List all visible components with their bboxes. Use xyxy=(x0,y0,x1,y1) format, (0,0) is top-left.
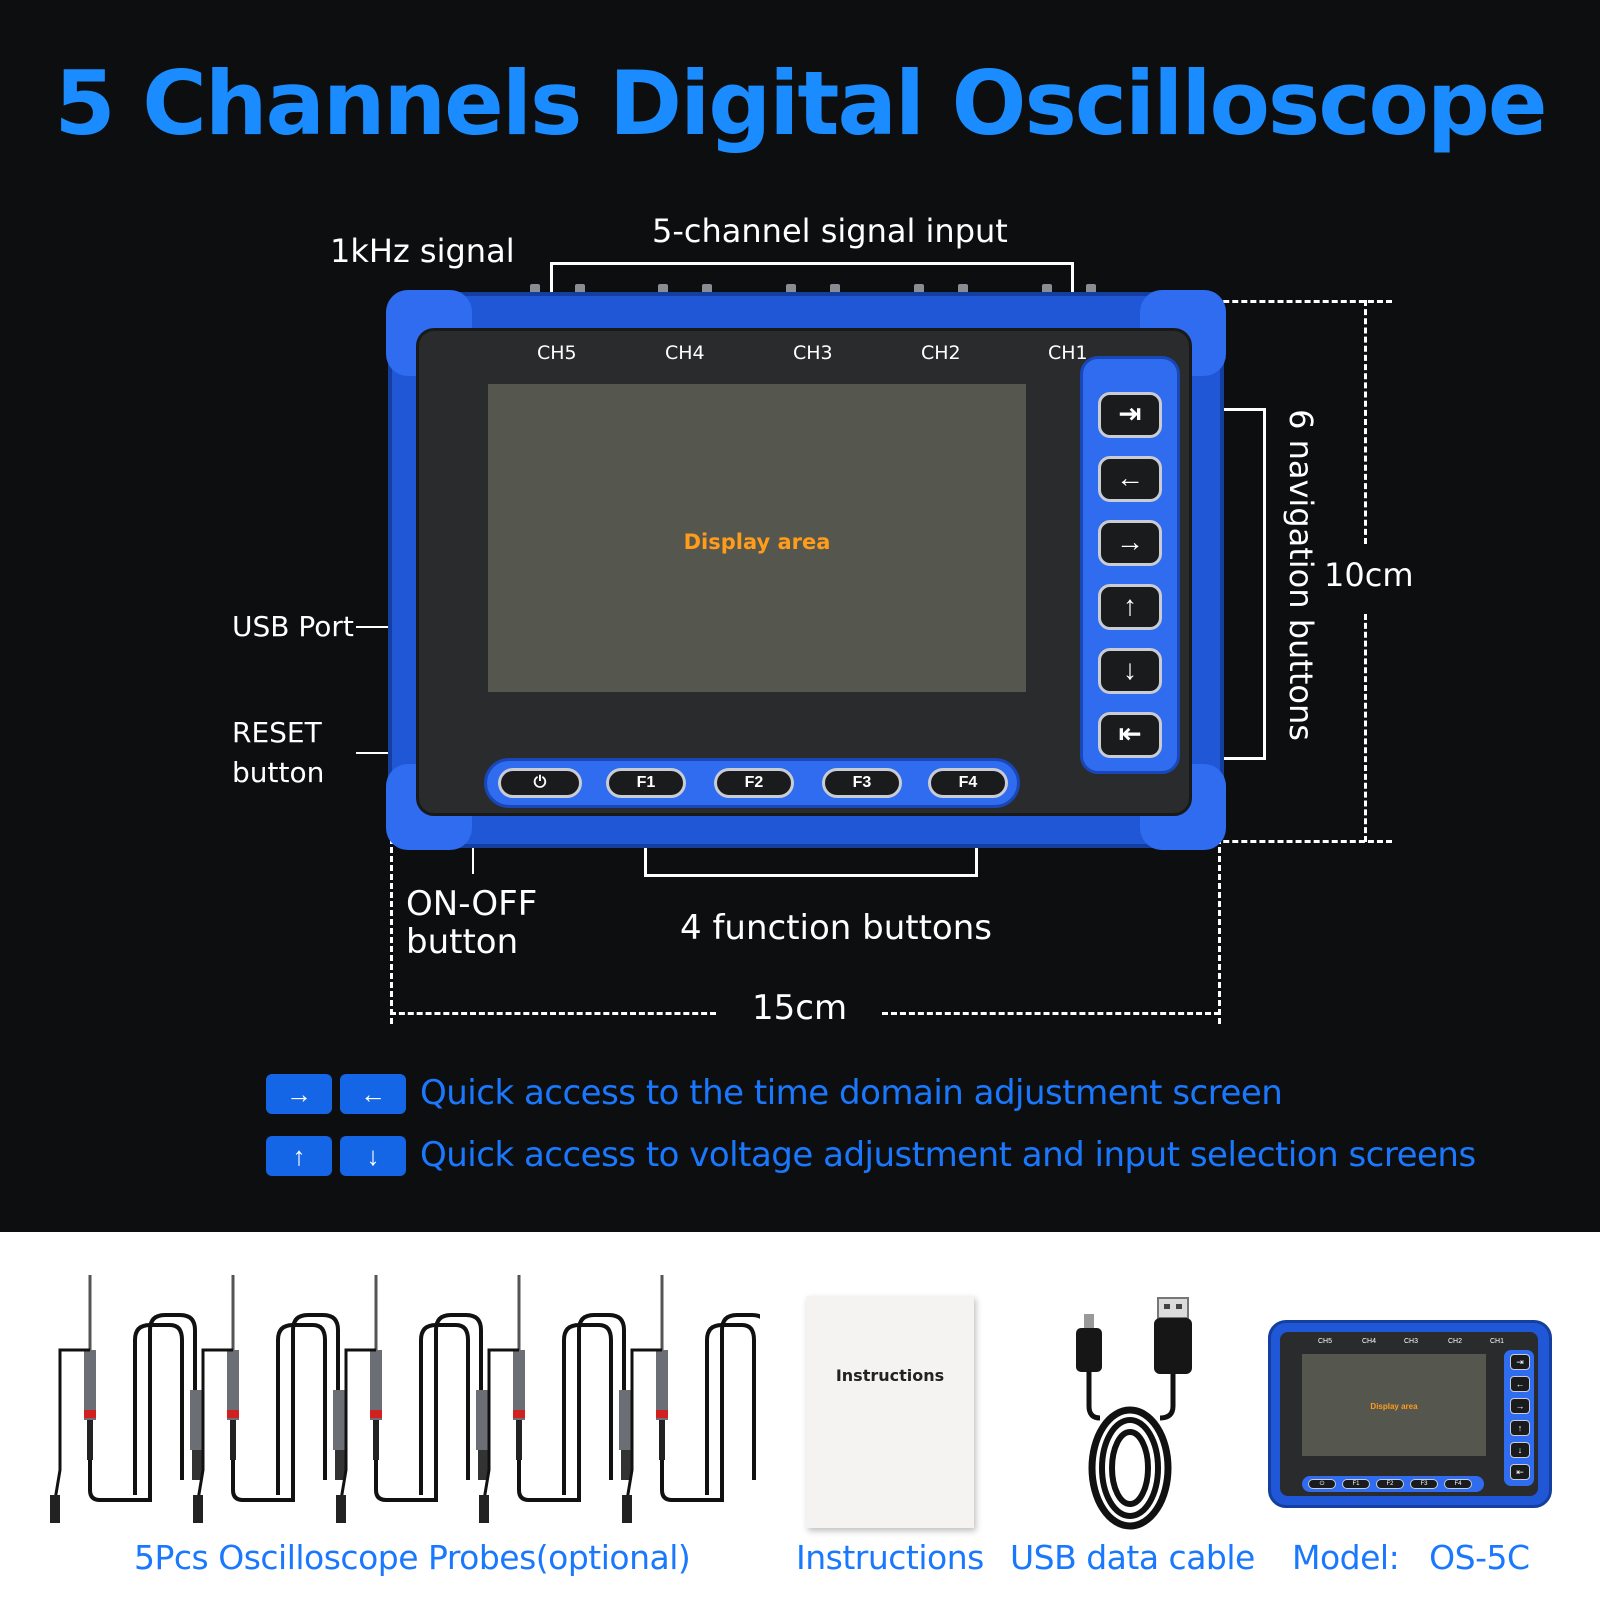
probe-pin xyxy=(786,284,796,296)
channel-label-ch1: CH1 xyxy=(1048,342,1088,364)
signal-input-bracket xyxy=(550,262,1074,265)
probe-pin xyxy=(575,284,585,296)
mini-left-button: ← xyxy=(1510,1376,1530,1392)
down-button[interactable]: ↓ xyxy=(1098,648,1162,694)
label-reset-line1: RESET xyxy=(232,716,322,749)
display-screen xyxy=(488,384,1026,692)
probe-pin xyxy=(830,284,840,296)
channel-label-ch2: CH2 xyxy=(921,342,961,364)
probe-pin xyxy=(1086,284,1096,296)
usb-cable-icon xyxy=(1076,1297,1192,1530)
function-bracket xyxy=(644,874,978,877)
mini-right-button: → xyxy=(1510,1398,1530,1414)
nav-bracket-side xyxy=(1263,408,1266,760)
caption-model: Model: OS-5C xyxy=(1292,1538,1530,1577)
channel-label-ch5: CH5 xyxy=(537,342,577,364)
mini-enter-button: ⇥ xyxy=(1510,1354,1530,1370)
quick-access-voltage-text: Quick access to voltage adjustment and i… xyxy=(420,1135,1476,1175)
probes-illustration xyxy=(50,1273,760,1525)
channel-label-ch4: CH4 xyxy=(665,342,705,364)
quick-access-time-text: Quick access to the time domain adjustme… xyxy=(420,1073,1283,1113)
label-nav-buttons: 6 navigation buttons xyxy=(1282,409,1320,741)
mini-up-button: ↑ xyxy=(1510,1420,1530,1436)
right-button[interactable]: → xyxy=(1098,520,1162,566)
caption-instructions: Instructions xyxy=(796,1538,984,1577)
mini-f4-button: F4 xyxy=(1444,1479,1472,1489)
mini-channel-label: CH2 xyxy=(1448,1338,1463,1345)
width-dim-line-left xyxy=(390,1012,716,1015)
mini-channel-label: CH3 xyxy=(1404,1338,1419,1345)
display-area-text: Display area xyxy=(683,530,831,554)
label-reset-line2: button xyxy=(232,756,325,789)
mini-display-text: Display area xyxy=(1370,1402,1418,1411)
height-dim-line-bottom xyxy=(1364,614,1367,842)
probe-pin xyxy=(958,284,968,296)
width-dim-right xyxy=(1218,802,1221,1024)
probe-icon xyxy=(50,1275,202,1523)
probe-pin xyxy=(914,284,924,296)
onoff-leader xyxy=(472,844,474,874)
mini-f1-button: F1 xyxy=(1342,1479,1370,1489)
label-width: 15cm xyxy=(752,988,848,1028)
mini-f2-button: F2 xyxy=(1376,1479,1404,1489)
caption-usb-cable: USB data cable xyxy=(1010,1538,1255,1577)
page-title: 5 Channels Digital Oscilloscope xyxy=(54,52,1547,155)
booklet-title: Instructions xyxy=(835,1366,945,1385)
mini-channel-label: CH1 xyxy=(1490,1338,1505,1345)
width-dim-line-right xyxy=(882,1012,1220,1015)
down-arrow-key-icon: ↓ xyxy=(340,1136,406,1176)
mini-channel-label: CH5 xyxy=(1318,1338,1333,1345)
nav-bracket-bottom xyxy=(1220,757,1266,760)
signal-input-bracket-left xyxy=(550,262,553,292)
instructions-booklet xyxy=(806,1296,974,1528)
height-dim-top xyxy=(1178,300,1392,303)
mini-power-button: ⏻ xyxy=(1308,1479,1336,1489)
mini-down-button: ↓ xyxy=(1510,1442,1530,1458)
up-button[interactable]: ↑ xyxy=(1098,584,1162,630)
probe-pin xyxy=(530,284,540,296)
up-arrow-key-icon: ↑ xyxy=(266,1136,332,1176)
nav-bracket-top xyxy=(1220,408,1266,411)
label-usb-port: USB Port xyxy=(232,610,354,643)
mini-f3-button: F3 xyxy=(1410,1479,1438,1489)
label-onoff-line1: ON-OFF xyxy=(406,884,538,924)
f3-button[interactable]: F3 xyxy=(822,768,902,798)
function-bracket-left xyxy=(644,846,647,876)
usb-port-leader xyxy=(356,626,392,628)
label-height: 10cm xyxy=(1324,556,1414,594)
probe-pin xyxy=(1042,284,1052,296)
mini-display-screen xyxy=(1302,1354,1486,1456)
probe-pin xyxy=(702,284,712,296)
right-arrow-key-icon: → xyxy=(266,1074,332,1114)
probe-pin xyxy=(658,284,668,296)
label-function-buttons: 4 function buttons xyxy=(680,908,992,948)
signal-input-bracket-right xyxy=(1071,262,1074,292)
exit-button[interactable]: ⇤ xyxy=(1098,712,1162,758)
reset-leader xyxy=(356,752,392,754)
height-dim-bottom xyxy=(1178,840,1392,843)
height-dim-line-top xyxy=(1364,300,1367,544)
caption-probes: 5Pcs Oscilloscope Probes(optional) xyxy=(134,1538,691,1577)
label-1khz-signal: 1kHz signal xyxy=(330,232,515,270)
mini-nav-bar xyxy=(1504,1350,1534,1486)
f1-button[interactable]: F1 xyxy=(606,768,686,798)
mini-exit-button: ⇤ xyxy=(1510,1464,1530,1480)
f4-button[interactable]: F4 xyxy=(928,768,1008,798)
label-signal-input: 5-channel signal input xyxy=(652,212,1008,250)
label-onoff-line2: button xyxy=(406,922,519,962)
enter-button[interactable]: ⇥ xyxy=(1098,392,1162,438)
width-dim-left xyxy=(390,802,393,1024)
f2-button[interactable]: F2 xyxy=(714,768,794,798)
left-button[interactable]: ← xyxy=(1098,456,1162,502)
power-button[interactable]: ⏻ xyxy=(498,768,582,798)
left-arrow-key-icon: ← xyxy=(340,1074,406,1114)
channel-label-ch3: CH3 xyxy=(793,342,833,364)
function-bracket-right xyxy=(975,846,978,876)
mini-channel-label: CH4 xyxy=(1362,1338,1377,1345)
